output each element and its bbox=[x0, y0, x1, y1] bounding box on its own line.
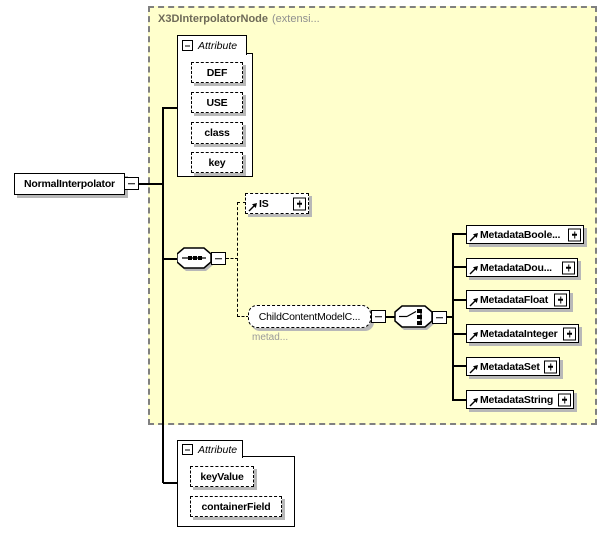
connector-line bbox=[452, 266, 466, 268]
collapse-toggle-icon[interactable] bbox=[182, 444, 193, 455]
group-childcontentmodel[interactable]: ChildContentModelC... bbox=[248, 305, 371, 328]
expand-toggle-icon[interactable] bbox=[293, 197, 306, 210]
extension-title-suffix: (extensi... bbox=[272, 13, 320, 25]
attribute-label: key bbox=[208, 156, 226, 169]
connector-trunk-line bbox=[452, 233, 454, 400]
element-normalinterpolator[interactable]: NormalInterpolator bbox=[14, 173, 125, 195]
collapse-toggle-icon[interactable] bbox=[371, 310, 386, 323]
group-annotation: metad... bbox=[252, 332, 289, 343]
sequence-icon[interactable] bbox=[176, 247, 215, 272]
element-metadataset[interactable]: MetadataSet bbox=[466, 357, 560, 376]
attribute-label: USE bbox=[206, 96, 228, 109]
element-label: MetadataString bbox=[480, 393, 554, 406]
element-label: MetadataInteger bbox=[480, 327, 558, 340]
connector-line bbox=[163, 482, 179, 484]
attribute-label: class bbox=[204, 127, 230, 139]
optional-connector-line bbox=[237, 316, 249, 317]
reference-arrow-icon bbox=[469, 298, 478, 307]
collapse-toggle-icon[interactable] bbox=[182, 40, 193, 51]
attribute-label: DEF bbox=[206, 66, 228, 79]
element-is[interactable]: IS bbox=[245, 193, 309, 214]
attribute-group-tab[interactable]: Attribute bbox=[177, 35, 247, 55]
attribute-use[interactable]: USE bbox=[191, 92, 243, 113]
connector-trunk-line bbox=[162, 107, 164, 483]
expand-toggle-icon[interactable] bbox=[544, 360, 557, 373]
element-label: MetadataSet bbox=[480, 360, 540, 373]
connector-line bbox=[386, 316, 395, 318]
expand-toggle-icon[interactable] bbox=[568, 228, 581, 241]
attribute-def[interactable]: DEF bbox=[191, 62, 243, 83]
connector-line bbox=[452, 233, 466, 235]
attribute-class[interactable]: class bbox=[191, 122, 243, 144]
connector-line bbox=[452, 399, 466, 401]
connector-line bbox=[163, 107, 178, 109]
attribute-group-label: Attribute bbox=[198, 39, 238, 52]
reference-arrow-icon bbox=[248, 203, 257, 212]
reference-arrow-icon bbox=[469, 233, 478, 242]
connector-line bbox=[452, 299, 466, 301]
element-label: MetadataDou... bbox=[480, 261, 552, 274]
element-label: MetadataFloat bbox=[480, 293, 548, 306]
expand-toggle-icon[interactable] bbox=[562, 261, 575, 274]
connector-line bbox=[452, 333, 466, 335]
optional-connector-line bbox=[226, 258, 238, 259]
attribute-label: keyValue bbox=[200, 470, 244, 483]
attribute-keyvalue[interactable]: keyValue bbox=[190, 466, 254, 487]
reference-arrow-icon bbox=[469, 398, 478, 407]
element-metadatainteger[interactable]: MetadataInteger bbox=[466, 324, 579, 343]
extension-title-text: X3DInterpolatorNode bbox=[158, 13, 269, 25]
attribute-key[interactable]: key bbox=[191, 152, 243, 173]
group-label: ChildContentModelC... bbox=[258, 310, 361, 323]
connector-line bbox=[139, 183, 163, 185]
element-label: MetadataBoole... bbox=[480, 228, 561, 241]
reference-arrow-icon bbox=[469, 365, 478, 374]
element-label: NormalInterpolator bbox=[24, 178, 115, 190]
expand-toggle-icon[interactable] bbox=[554, 293, 567, 306]
attribute-group-label: Attribute bbox=[198, 443, 238, 456]
attribute-containerfield[interactable]: containerField bbox=[190, 496, 282, 517]
attribute-group-tab[interactable]: Attribute bbox=[177, 440, 243, 458]
element-metadatafloat[interactable]: MetadataFloat bbox=[466, 290, 570, 309]
choice-icon[interactable] bbox=[394, 305, 436, 331]
reference-arrow-icon bbox=[469, 266, 478, 275]
collapse-toggle-icon[interactable] bbox=[124, 177, 139, 190]
extension-title: X3DInterpolatorNode(extensi... bbox=[158, 13, 320, 25]
element-metadatastring[interactable]: MetadataString bbox=[466, 390, 574, 409]
optional-connector-line bbox=[237, 202, 246, 203]
collapse-toggle-icon[interactable] bbox=[432, 311, 447, 324]
expand-toggle-icon[interactable] bbox=[558, 393, 571, 406]
reference-arrow-icon bbox=[469, 332, 478, 341]
attribute-label: containerField bbox=[201, 500, 271, 513]
connector-line bbox=[447, 316, 453, 318]
expand-toggle-icon[interactable] bbox=[563, 327, 576, 340]
connector-line bbox=[452, 365, 466, 367]
connector-line bbox=[163, 258, 178, 260]
element-metadataboolean[interactable]: MetadataBoole... bbox=[466, 225, 584, 244]
element-label: IS bbox=[259, 197, 269, 210]
element-metadatadouble[interactable]: MetadataDou... bbox=[466, 258, 578, 277]
collapse-toggle-icon[interactable] bbox=[211, 252, 226, 265]
optional-connector-trunk-line bbox=[237, 202, 238, 317]
